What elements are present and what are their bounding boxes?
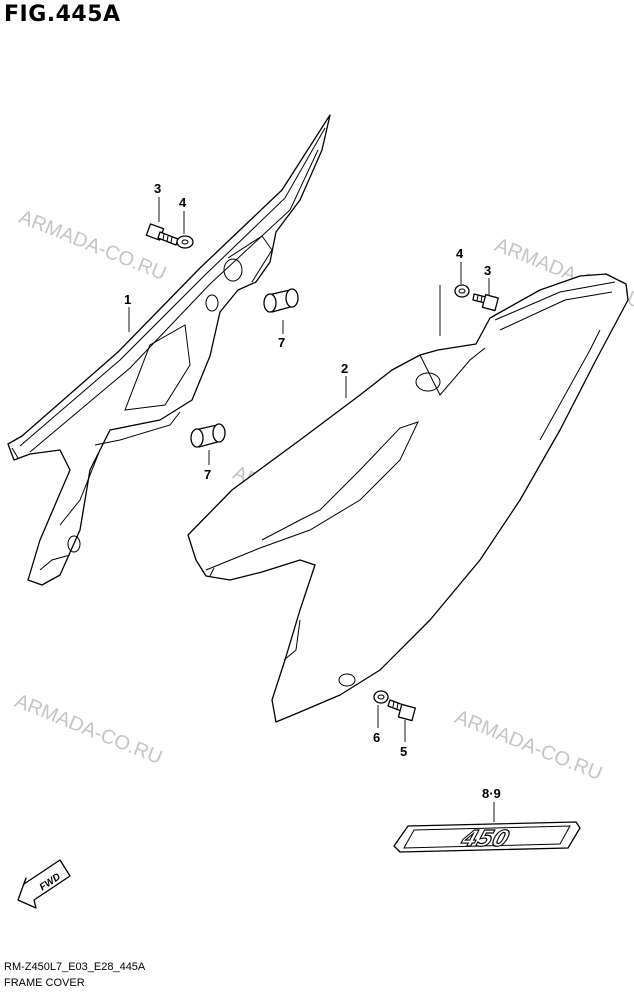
callout-labels: 3 4 1 7 7 2 4 3 6 5 8·9 (124, 181, 501, 801)
callout-1: 1 (124, 292, 131, 307)
callout-4: 4 (179, 195, 187, 210)
part-8-9-emblem: 450 (393, 821, 581, 853)
callout-3: 3 (154, 181, 161, 196)
part-7-grommet-lower (190, 423, 226, 448)
part-3-bolt-upper-left (145, 223, 179, 246)
callout-5: 5 (400, 744, 407, 759)
callout-4: 4 (456, 246, 464, 261)
callout-7: 7 (278, 335, 285, 350)
part-6-washer (373, 690, 389, 704)
callout-8-9: 8·9 (482, 786, 501, 801)
emblem-text: 450 (457, 827, 512, 852)
callout-2: 2 (341, 361, 348, 376)
leader-lines (128, 197, 495, 822)
part-4-washer-upper-left (176, 235, 194, 249)
figure-title: FIG.445A (4, 2, 121, 27)
part-4-washer-upper-right (454, 284, 470, 298)
part-7-grommet-upper (263, 288, 299, 313)
fwd-arrow: FWD (17, 859, 71, 909)
model-code: RM-Z450L7_E03_E28_445A (4, 961, 146, 973)
part-5-bolt (387, 699, 416, 722)
callout-7: 7 (204, 467, 211, 482)
part-3-bolt-upper-right (472, 293, 499, 312)
callout-6: 6 (373, 730, 380, 745)
part-1-frame-cover-left (7, 114, 331, 586)
part-2-side-cover-right (187, 273, 629, 723)
callout-3: 3 (484, 263, 491, 278)
section-name: FRAME COVER (4, 977, 85, 989)
